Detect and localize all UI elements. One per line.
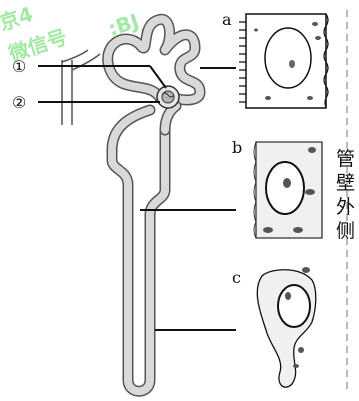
cell-a-label: a — [222, 10, 232, 29]
cell-a-nucleus — [265, 28, 311, 88]
cell-c: c — [232, 267, 316, 387]
side-caption-char-4: 侧 — [336, 220, 355, 242]
blood-vessel — [62, 50, 100, 125]
watermark-line1: 京4 — [0, 2, 36, 35]
glomerulus — [157, 86, 179, 108]
side-caption: 管 壁 外 侧 — [336, 148, 355, 242]
cell-b-nucleus — [266, 162, 304, 214]
side-caption-char-3: 外 — [336, 196, 355, 218]
nephron-tubule — [108, 19, 200, 391]
side-caption-char-1: 管 — [336, 148, 355, 170]
loop-of-henle-outline — [112, 110, 165, 391]
marker-1-label: ① — [12, 57, 26, 76]
marker-2: ② — [12, 93, 26, 112]
side-caption-char-2: 壁 — [336, 172, 355, 194]
cell-c-nucleus — [278, 285, 310, 327]
cell-b-label: b — [232, 138, 242, 157]
cell-a: a — [222, 10, 328, 108]
cell-b: b — [232, 138, 322, 238]
marker-1: ① — [12, 57, 26, 76]
cell-c-label: c — [232, 268, 241, 287]
marker-2-label: ② — [12, 93, 26, 112]
